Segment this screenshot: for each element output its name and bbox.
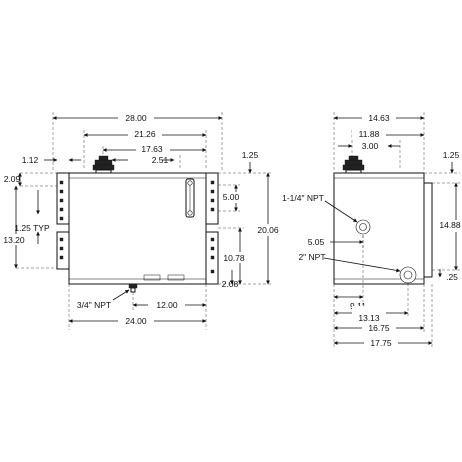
front-label-right xyxy=(167,274,185,281)
dim-side-depth-11: 11.88 xyxy=(359,129,380,139)
dim-overall-height: 20.06 xyxy=(257,225,279,235)
dim-width-21: 21.26 xyxy=(134,129,156,139)
dim-side-bottom-offset: .25 xyxy=(446,272,458,282)
dim-cap-offset: 2.51 xyxy=(152,155,169,165)
dim-side-height-14: 14.88 xyxy=(439,220,461,230)
dim-drain-offset: 12.00 xyxy=(156,300,178,310)
port-upper xyxy=(355,219,371,235)
dim-side-overall-depth: 14.63 xyxy=(368,113,390,123)
dim-body-width: 24.00 xyxy=(125,316,147,326)
dim-port-upper-offset: 5.05 xyxy=(308,237,325,247)
right-mounting-bracket xyxy=(205,172,219,285)
dim-bottom-offset: 2.08 xyxy=(222,279,239,289)
filler-cap xyxy=(92,155,115,174)
left-mounting-bracket xyxy=(56,172,70,270)
dim-side-cap-offset: 3.00 xyxy=(362,141,379,151)
dim-sight-gauge-height: 5.00 xyxy=(223,192,240,202)
front-view: 28.00 21.26 17.63 2.51 1.12 1.25 2.09 xyxy=(2,111,282,330)
label-port-lower-npt: 2" NPT xyxy=(298,252,325,262)
side-view: 14.63 11.88 3.00 1.25 1-1/4" NPT 14.88 5… xyxy=(282,111,462,349)
dim-width-17: 17.63 xyxy=(141,144,163,154)
dim-side-depth-17: 17.75 xyxy=(370,338,392,348)
dim-overall-width: 28.00 xyxy=(125,113,147,123)
dim-bracket-span-right: 10.78 xyxy=(223,253,245,263)
dim-side-top-offset: 1.25 xyxy=(443,150,460,160)
side-flange xyxy=(423,182,433,278)
front-label-left xyxy=(143,274,161,281)
side-filler-cap xyxy=(342,155,365,174)
dim-bracket-top-left: 2.09 xyxy=(4,174,21,184)
dim-top-offset-right: 1.25 xyxy=(242,150,259,160)
label-drain-npt: 3/4" NPT xyxy=(77,300,111,310)
dim-side-depth-16: 16.75 xyxy=(368,323,390,333)
label-port-upper-npt: 1-1/4" NPT xyxy=(282,193,324,203)
front-tank-body xyxy=(68,172,207,285)
dim-left-offset: 1.12 xyxy=(22,155,39,165)
drain-plug xyxy=(128,283,138,293)
dim-bracket-spacing: 1.25 TYP xyxy=(14,223,50,233)
side-tank-body xyxy=(333,172,425,285)
dim-side-depth-13: 13.13 xyxy=(358,313,380,323)
sight-gauge xyxy=(185,178,195,218)
dim-bracket-span-left: 13.20 xyxy=(3,235,25,245)
port-lower xyxy=(399,266,417,284)
